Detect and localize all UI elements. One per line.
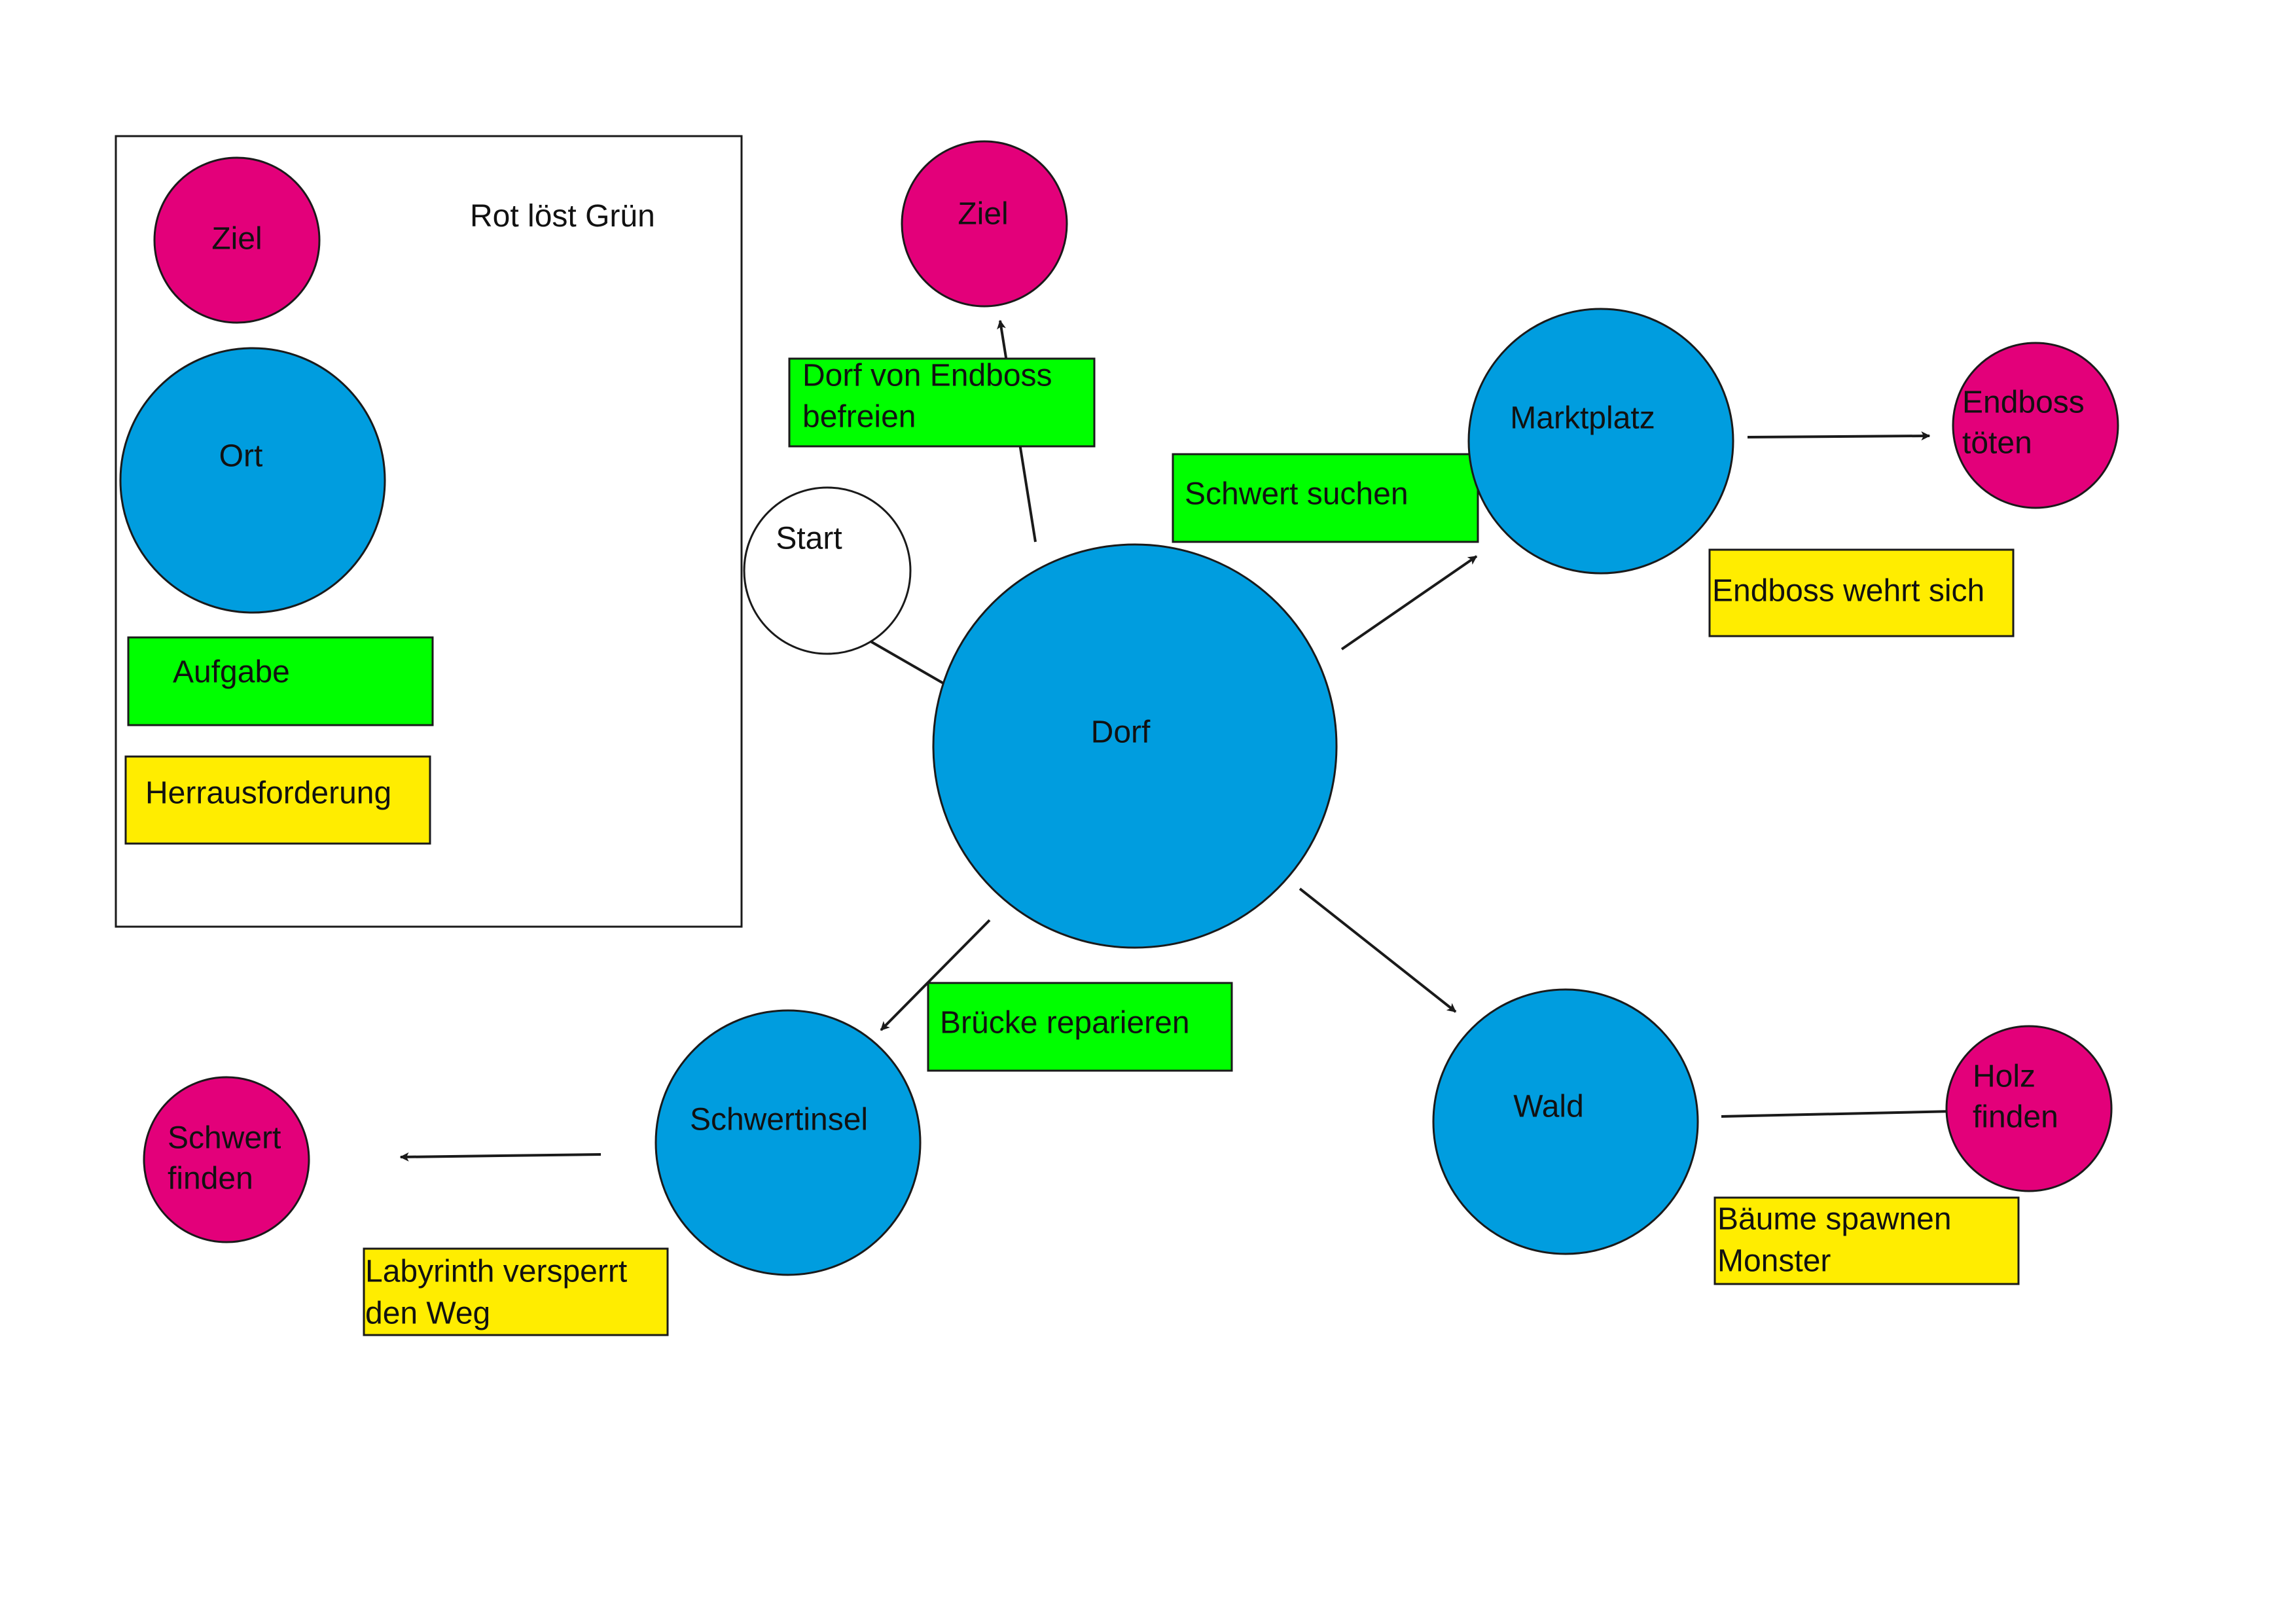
node-schwert-finden-circle	[143, 1076, 310, 1243]
node-ziel-top: Ziel	[901, 140, 1068, 308]
legend-ort-circle	[119, 347, 386, 614]
challenge-baeume-spawnen-box	[1713, 1196, 2020, 1285]
edge-dorf-marktplatz	[1340, 555, 1478, 651]
node-holz-finden-circle	[1945, 1025, 2113, 1192]
node-endboss-toeten-line1: Endboss	[1962, 385, 2085, 420]
challenge-baeume-spawnen: Bäume spawnen Monster	[1713, 1196, 2020, 1285]
node-schwertinsel-circle	[655, 1009, 922, 1276]
node-holz-finden-line2: finden	[1973, 1100, 2058, 1135]
task-schwert-suchen-box	[1172, 453, 1479, 543]
challenge-baeume-spawnen-line2: Monster	[1717, 1244, 1831, 1279]
legend-note: Rot löst Grün	[470, 199, 655, 234]
node-holz-finden-line1: Holz	[1973, 1060, 2036, 1094]
node-endboss-toeten-line2: töten	[1962, 426, 2032, 461]
task-bruecke-reparieren-label: Brücke reparieren	[940, 1006, 1190, 1041]
legend-ziel-circle	[153, 156, 321, 324]
node-holz-finden: Holz finden	[1945, 1025, 2113, 1192]
legend-ort-label: Ort	[219, 439, 263, 474]
node-schwert-finden-line2: finden	[168, 1162, 253, 1196]
node-start: Start	[743, 486, 912, 655]
legend: Ziel Rot löst Grün Ort Aufgabe Herrausfo…	[115, 135, 743, 928]
task-bruecke-reparieren: Brücke reparieren	[927, 982, 1233, 1072]
edge-dorf-schwertinsel	[880, 919, 991, 1031]
node-dorf-label: Dorf	[1091, 715, 1151, 750]
task-bruecke-reparieren-box	[927, 982, 1233, 1072]
node-schwertinsel: Schwertinsel	[655, 1009, 922, 1276]
task-dorf-befreien-box	[788, 357, 1096, 448]
node-start-circle	[743, 486, 912, 655]
task-schwert-suchen-label: Schwert suchen	[1185, 477, 1408, 512]
node-ziel-top-label: Ziel	[958, 197, 1008, 232]
node-schwert-finden-line1: Schwert	[168, 1121, 281, 1156]
legend-herausforderung-box	[124, 755, 431, 845]
challenge-labyrinth: Labyrinth versperrt den Weg	[363, 1247, 669, 1336]
node-endboss-toeten: Endboss töten	[1952, 342, 2119, 509]
node-schwert-finden: Schwert finden	[143, 1076, 310, 1243]
challenge-labyrinth-line1: Labyrinth versperrt	[365, 1255, 627, 1289]
challenge-baeume-spawnen-line1: Bäume spawnen	[1717, 1202, 1952, 1237]
legend-aufgabe-box	[127, 636, 434, 726]
task-dorf-befreien-line2: befreien	[802, 400, 916, 435]
node-ziel-top-circle	[901, 140, 1068, 308]
node-wald: Wald	[1432, 988, 1699, 1255]
legend-ziel-label: Ziel	[211, 222, 262, 257]
edge-schwertinsel-schwert	[399, 1152, 601, 1162]
edge-wald-holz	[1721, 1107, 1956, 1118]
challenge-endboss-wehrt-sich-label: Endboss wehrt sich	[1712, 574, 1984, 609]
node-marktplatz-circle	[1467, 308, 1734, 575]
edge-dorf-wald	[1299, 887, 1457, 1013]
task-dorf-befreien-line1: Dorf von Endboss	[802, 359, 1052, 393]
task-schwert-suchen: Schwert suchen	[1172, 453, 1479, 543]
node-endboss-toeten-circle	[1952, 342, 2119, 509]
challenge-labyrinth-box	[363, 1247, 669, 1336]
node-dorf: Dorf	[932, 543, 1338, 949]
legend-herausforderung-label: Herrausforderung	[145, 776, 391, 811]
node-dorf-circle	[932, 543, 1338, 949]
challenge-labyrinth-line2: den Weg	[365, 1296, 490, 1331]
node-schwertinsel-label: Schwertinsel	[690, 1103, 868, 1137]
edge-marktplatz-endboss	[1747, 431, 1931, 441]
node-wald-circle	[1432, 988, 1699, 1255]
node-marktplatz-label: Marktplatz	[1510, 401, 1655, 436]
node-marktplatz: Marktplatz	[1467, 308, 1734, 575]
node-start-label: Start	[776, 522, 842, 556]
task-dorf-befreien: Dorf von Endboss befreien	[788, 357, 1096, 448]
challenge-endboss-wehrt-sich-box	[1708, 548, 2015, 637]
legend-aufgabe-label: Aufgabe	[173, 655, 290, 690]
challenge-endboss-wehrt-sich: Endboss wehrt sich	[1708, 548, 2015, 637]
node-wald-label: Wald	[1513, 1090, 1584, 1124]
